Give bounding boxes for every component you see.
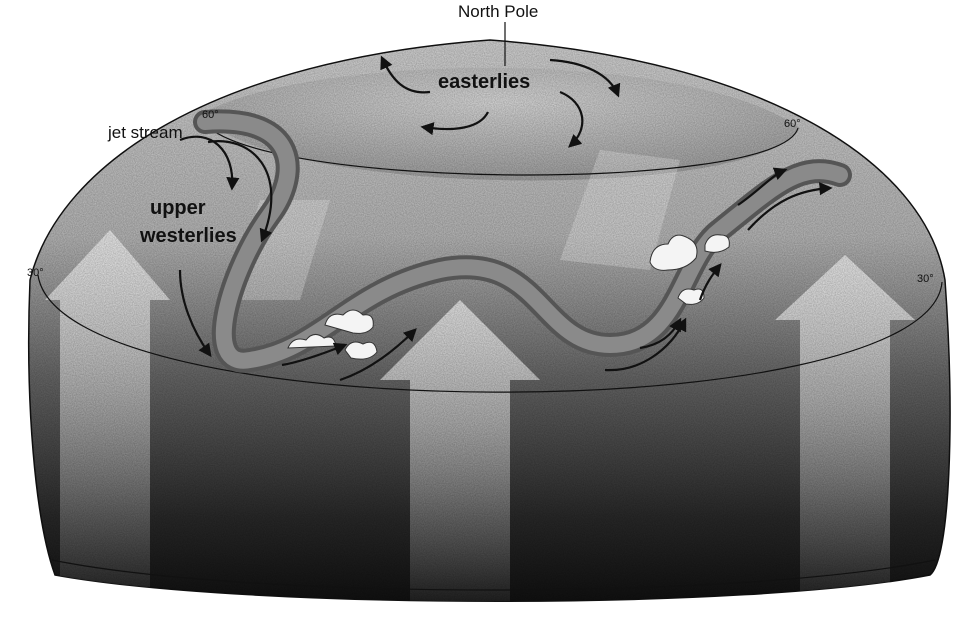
latitude-60-right-label: 60° [784,118,801,130]
cloud [345,342,377,359]
easterlies-label: easterlies [438,71,530,93]
jet-stream-label: jet stream [107,123,183,142]
latitude-30-right-label: 30° [917,273,934,285]
latitude-60-left-label: 60° [202,109,219,121]
north-pole-label: North Pole [458,2,538,21]
upper-westerlies-label-line2: westerlies [139,225,237,247]
latitude-30-left-label: 30° [27,267,44,279]
upper-westerlies-label-line1: upper [150,197,206,219]
